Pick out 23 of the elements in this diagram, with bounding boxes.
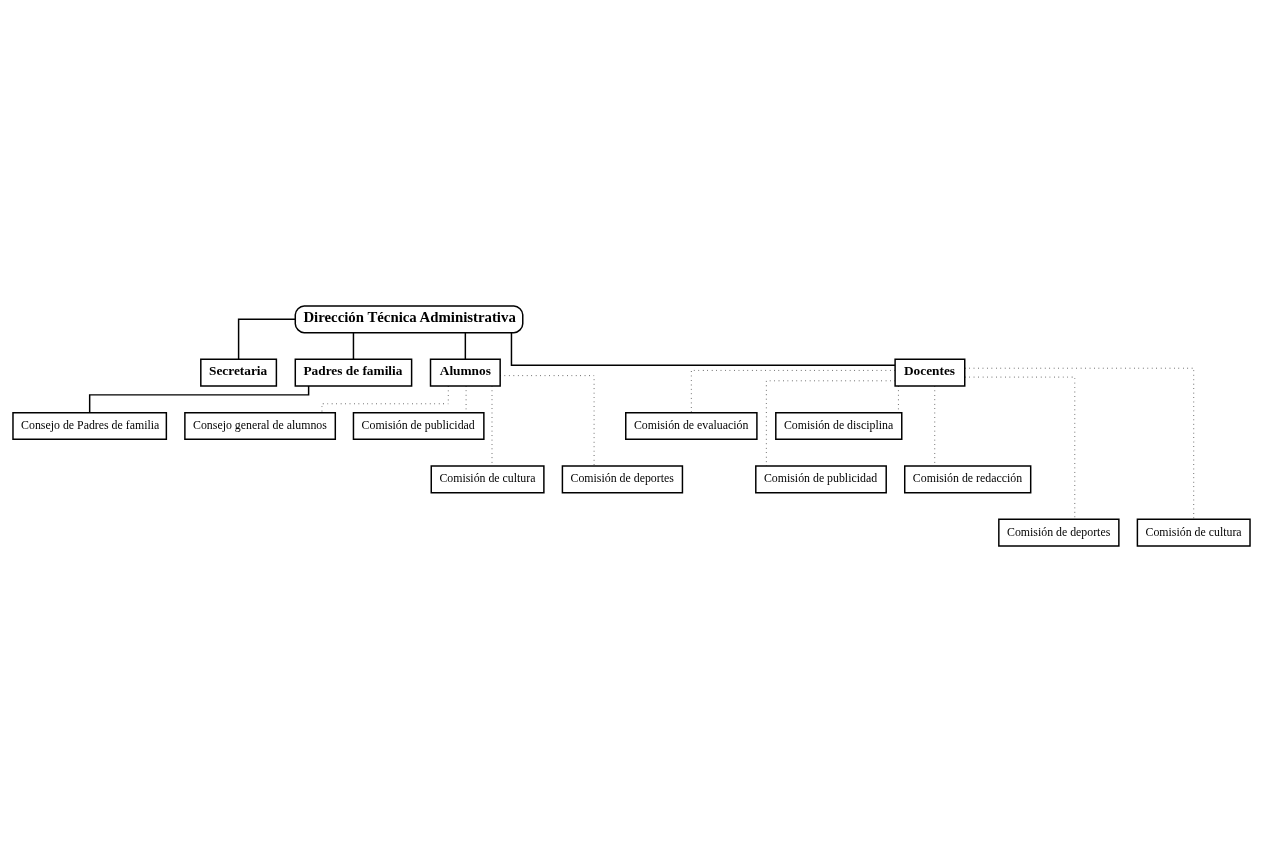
- node-box: Comisión de redacción: [904, 465, 1032, 494]
- connector: [352, 332, 355, 360]
- node-box: Comisión de deportes: [561, 465, 684, 494]
- node-box: Docentes: [894, 358, 966, 387]
- node-box: Comisión de deportes: [998, 518, 1120, 547]
- connector: [237, 318, 296, 360]
- node-box: Comisión de publicidad: [755, 465, 887, 494]
- node-box: Comisión de evaluación: [625, 411, 758, 441]
- node-box: Alumnos: [429, 358, 501, 387]
- connector: [964, 367, 1195, 520]
- node-box: Secretaria: [200, 358, 278, 387]
- node-box: Consejo de Padres de familia: [12, 411, 168, 441]
- node-box: Comisión de cultura: [430, 465, 545, 494]
- connector: [321, 385, 449, 413]
- node-box: Comisión de publicidad: [352, 411, 485, 441]
- node-box: Comisión de disciplina: [775, 411, 903, 441]
- node-box: Padres de familia: [294, 358, 413, 387]
- node-box: Dirección Técnica Administrativa: [294, 305, 524, 334]
- node-box: Consejo general de alumnos: [184, 411, 337, 441]
- connector: [510, 332, 896, 366]
- node-box: Comisión de cultura: [1136, 518, 1251, 547]
- connector: [88, 385, 310, 414]
- connector: [464, 332, 467, 360]
